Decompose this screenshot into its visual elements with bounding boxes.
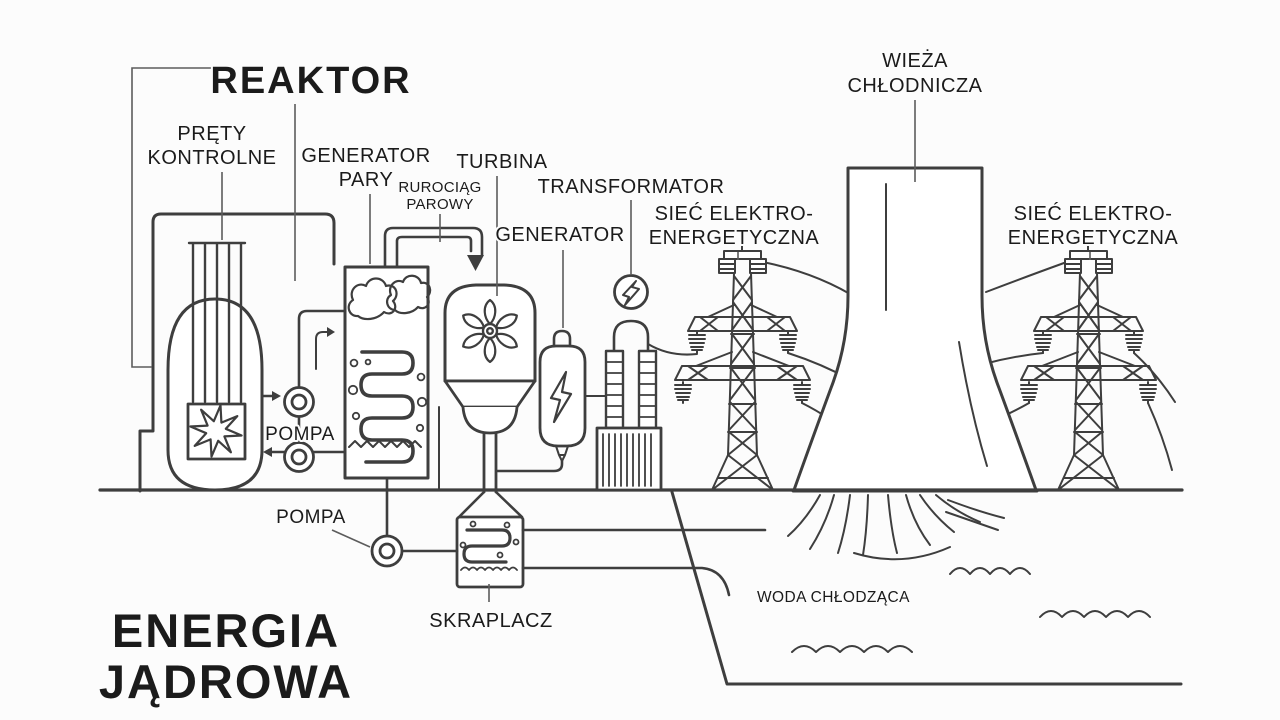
label-siec-left: ENERGETYCZNA [649, 227, 820, 249]
steam-cloud-icon [347, 277, 398, 321]
steam-pipe-icon [383, 226, 484, 271]
water-level-icon [460, 566, 518, 571]
power-pylon-right [1021, 245, 1156, 490]
page-title: ENERGIA [112, 604, 340, 657]
fission-star-icon [186, 402, 247, 461]
water-level-icon [348, 440, 422, 448]
condenser-icon [455, 490, 525, 589]
label-skraplacz: SKRAPLACZ [429, 610, 552, 632]
label-wieza-chlodnicza: WIEŻA [882, 49, 948, 72]
primary-loop-pipes [260, 309, 347, 457]
turbine-icon [438, 283, 537, 494]
label-rurociag-parowy: RUROCIĄG [398, 179, 481, 196]
transformer-icon [595, 274, 663, 492]
label-woda-chlodzaca: WODA CHŁODZĄCA [757, 589, 910, 606]
label-turbina: TURBINA [456, 151, 547, 173]
label-reaktor: REAKTOR [210, 60, 411, 102]
label-wieza-chlodnicza: CHŁODNICZA [847, 75, 982, 97]
fan-icon [462, 298, 518, 364]
label-generator-pary: PARY [339, 169, 394, 191]
label-siec-right: ENERGETYCZNA [1008, 227, 1179, 249]
coil-icon [462, 528, 512, 564]
reactor-vessel-icon [166, 297, 264, 492]
reactor-containment [138, 212, 336, 493]
control-rods-icon [187, 241, 247, 404]
steam-cloud-icon [385, 274, 432, 315]
label-pompa-lower: POMPA [276, 507, 346, 528]
lightning-bolt-icon [622, 280, 640, 306]
diagram-labels: REAKTOR PRĘTY KONTROLNE GENERATOR PARY R… [97, 47, 1180, 710]
generator-icon [495, 329, 587, 473]
label-prety-kontrolne: KONTROLNE [148, 147, 277, 169]
spray-icon [787, 494, 1005, 561]
feedwater-pump-icon [370, 476, 459, 568]
label-pompa-upper: POMPA [265, 424, 335, 445]
label-rurociag-parowy: PAROWY [406, 196, 473, 213]
coil-icon [359, 350, 415, 464]
page-title: JĄDROWA [99, 655, 353, 708]
label-prety-kontrolne: PRĘTY [177, 123, 246, 145]
label-siec-left: SIEĆ ELEKTRO- [655, 202, 814, 225]
bubbles-icon [347, 358, 428, 433]
cooling-water-basin [670, 490, 1183, 686]
label-generator: GENERATOR [495, 224, 624, 246]
primary-pump-icon [283, 386, 315, 473]
label-transformator: TRANSFORMATOR [538, 176, 725, 198]
leader-lines [131, 67, 1091, 602]
cooling-tower-icon [791, 166, 1039, 493]
label-siec-right: SIEĆ ELEKTRO- [1014, 202, 1173, 225]
lightning-bolt-icon [549, 370, 573, 424]
droplets-icon [459, 520, 520, 559]
power-pylon-left [675, 245, 810, 490]
water-wave-icon [791, 567, 1151, 653]
cooling-water-pipes [521, 528, 767, 597]
label-generator-pary: GENERATOR [301, 145, 430, 167]
steam-generator-icon [343, 265, 432, 480]
